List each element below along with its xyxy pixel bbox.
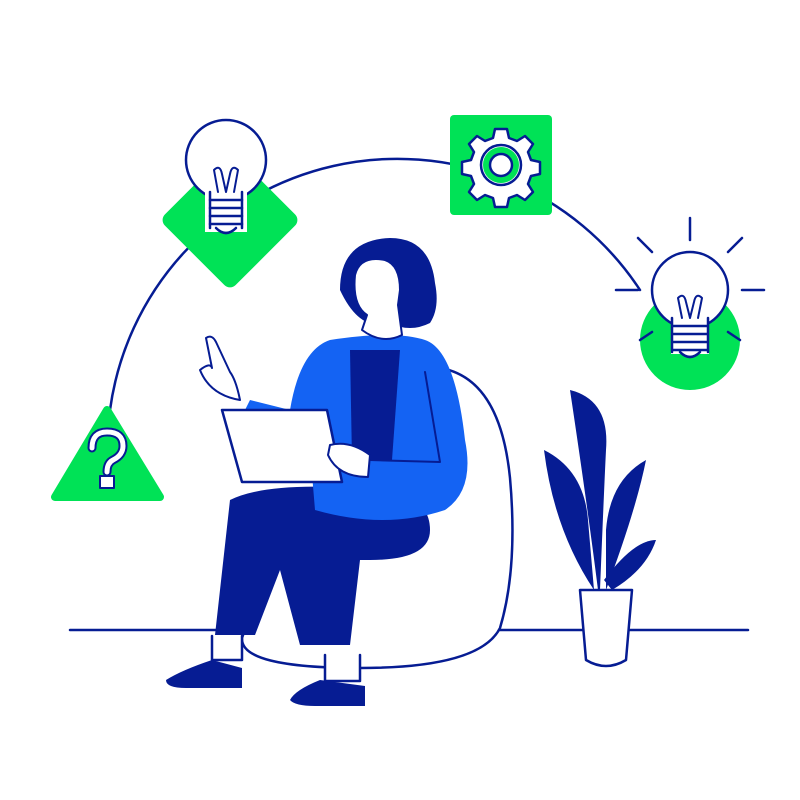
person bbox=[166, 238, 468, 706]
idea-arc bbox=[108, 157, 642, 412]
gear-icon bbox=[450, 115, 552, 215]
question-mark-icon bbox=[51, 406, 164, 501]
lightbulb-icon bbox=[162, 118, 298, 288]
potted-plant-icon bbox=[544, 390, 656, 668]
lightbulb-glowing-icon bbox=[614, 216, 766, 390]
